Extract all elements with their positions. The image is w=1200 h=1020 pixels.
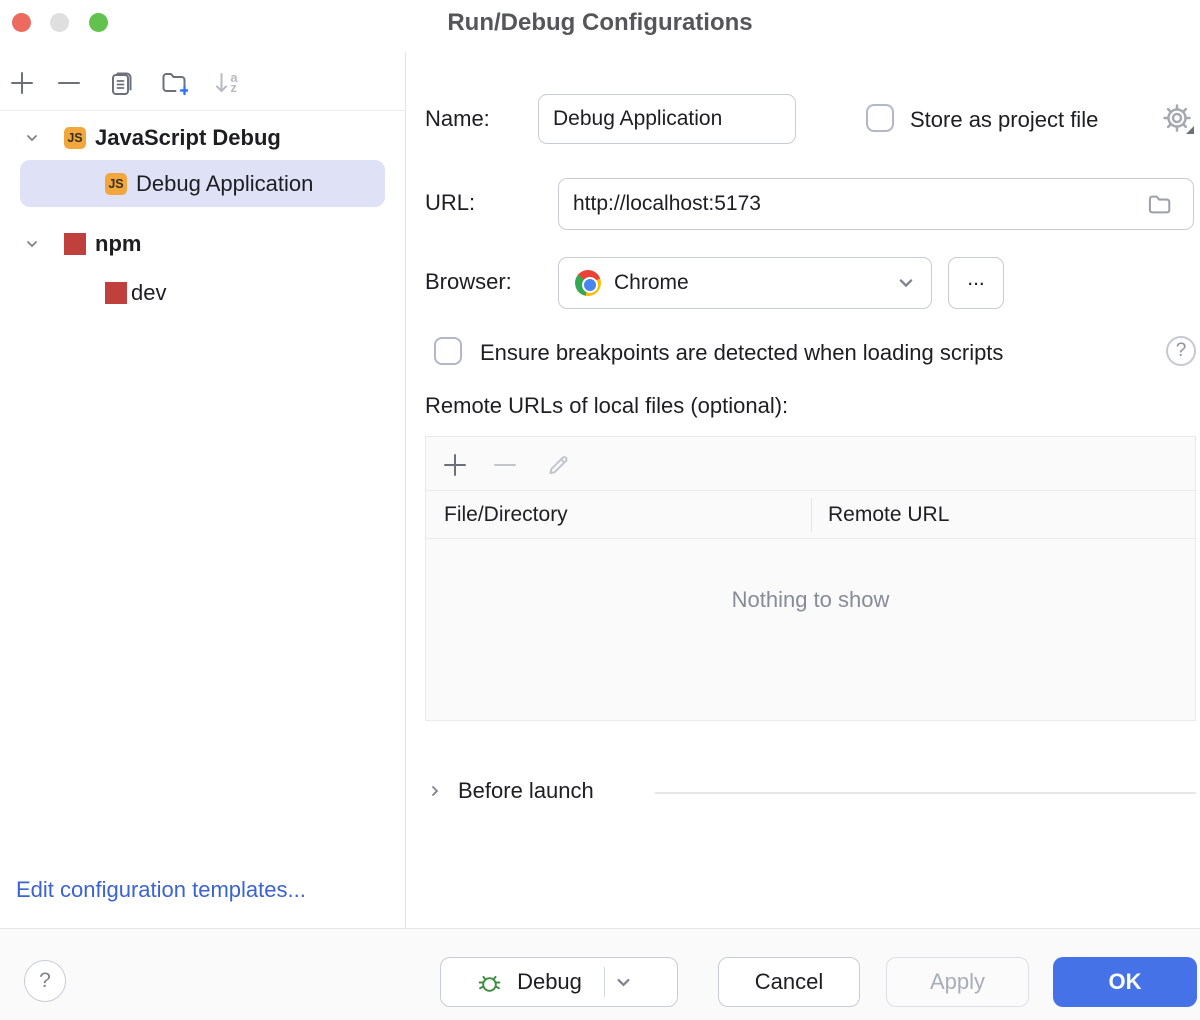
add-remote-url-button[interactable] [441, 451, 469, 479]
chrome-icon [575, 270, 601, 296]
debug-button-label: Debug [517, 969, 582, 994]
remote-urls-label: Remote URLs of local files (optional): [425, 393, 789, 418]
chevron-down-icon[interactable] [615, 974, 632, 991]
zoom-window-button[interactable] [89, 13, 108, 32]
remote-urls-table-header: File/Directory Remote URL [426, 492, 1195, 539]
tree-item-javascript-debug[interactable]: JS JavaScript Debug [25, 116, 281, 160]
cancel-button[interactable]: Cancel [718, 957, 860, 1007]
tree-item-label: Debug Application [136, 171, 314, 196]
javascript-icon: JS [105, 173, 127, 195]
column-header-file-directory[interactable]: File/Directory [444, 503, 568, 526]
column-header-remote-url[interactable]: Remote URL [828, 503, 950, 526]
ok-button[interactable]: OK [1053, 957, 1197, 1007]
table-empty-text: Nothing to show [731, 587, 890, 612]
tree-item-debug-application[interactable]: JS Debug Application [105, 162, 313, 206]
tree-item-label: npm [95, 231, 142, 256]
url-label: URL: [425, 190, 476, 215]
sort-letter-a: a [230, 70, 238, 85]
sidebar-divider [405, 52, 406, 928]
ensure-breakpoints-checkbox[interactable] [434, 337, 462, 365]
ensure-breakpoints-label: Ensure breakpoints are detected when loa… [480, 340, 1004, 365]
tree-item-dev[interactable]: dev [105, 271, 166, 315]
chevron-down-icon[interactable] [25, 237, 39, 251]
edit-remote-url-pencil-icon[interactable] [544, 451, 572, 479]
name-label: Name: [425, 106, 490, 131]
name-input[interactable] [538, 94, 796, 144]
gear-dropdown-corner [1186, 126, 1194, 134]
before-launch-section[interactable]: Before launch [428, 778, 594, 804]
store-settings-gear-icon[interactable] [1162, 103, 1194, 134]
split-button-divider [603, 967, 605, 997]
minimize-window-button[interactable] [50, 13, 69, 32]
npm-icon [64, 233, 86, 255]
add-configuration-button[interactable] [8, 69, 36, 97]
configurations-toolbar: a z [0, 56, 405, 110]
browser-label: Browser: [425, 269, 512, 294]
edit-configuration-templates-link[interactable]: Edit configuration templates... [16, 877, 306, 902]
javascript-icon: JS [64, 127, 86, 149]
toolbar-divider [0, 110, 405, 111]
chevron-down-icon[interactable] [25, 131, 39, 145]
help-button[interactable]: ? [24, 960, 66, 1002]
browser-more-button[interactable]: ... [948, 257, 1004, 309]
browse-folder-icon[interactable] [1146, 191, 1173, 218]
store-as-project-file-label: Store as project file [910, 107, 1099, 132]
copy-configuration-icon[interactable] [108, 69, 136, 97]
dialog-title: Run/Debug Configurations [447, 9, 753, 36]
bug-icon [478, 975, 501, 992]
tree-item-label: JavaScript Debug [95, 125, 281, 150]
sort-letter-z: z [230, 80, 237, 95]
url-input[interactable] [558, 178, 1194, 230]
npm-icon [105, 282, 127, 304]
chevron-down-icon [899, 279, 913, 288]
browser-selected-value: Chrome [614, 271, 689, 294]
close-window-button[interactable] [12, 13, 31, 32]
column-divider[interactable] [811, 498, 812, 532]
chevron-right-icon[interactable] [428, 784, 442, 798]
new-folder-icon[interactable] [160, 69, 188, 97]
dialog-footer: ? Debug Cancel Apply OK [0, 928, 1200, 1020]
store-as-project-file-checkbox[interactable] [866, 104, 894, 132]
selection-highlight [20, 160, 385, 207]
remote-urls-toolbar [426, 437, 1195, 491]
apply-button[interactable]: Apply [886, 957, 1029, 1007]
breakpoints-help-icon[interactable]: ? [1166, 336, 1196, 366]
browser-select[interactable]: Chrome [558, 257, 932, 309]
remote-urls-table: File/Directory Remote URL Nothing to sho… [425, 436, 1196, 721]
before-launch-divider [655, 792, 1196, 794]
remove-configuration-button[interactable] [55, 69, 83, 97]
debug-split-button[interactable]: Debug [440, 957, 678, 1007]
tree-item-npm[interactable]: npm [25, 222, 141, 266]
sort-configurations-icon[interactable]: a z [212, 69, 240, 97]
before-launch-label: Before launch [458, 778, 594, 803]
tree-item-label: dev [131, 280, 167, 305]
remove-remote-url-button[interactable] [491, 451, 519, 479]
